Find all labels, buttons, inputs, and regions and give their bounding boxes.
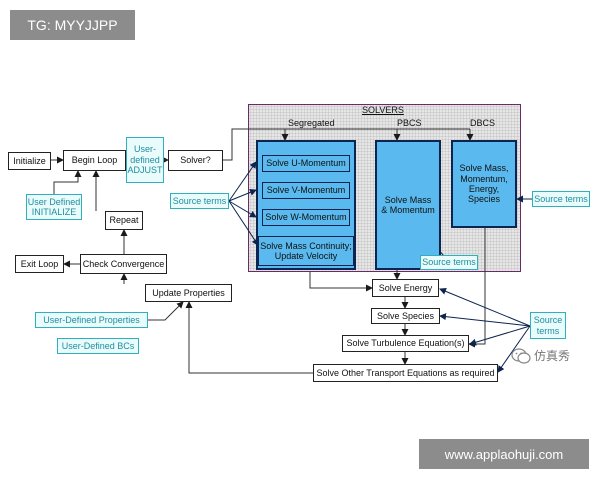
- solve-other-transport-box: Solve Other Transport Equations as requi…: [313, 364, 498, 382]
- repeat-box: Repeat: [105, 211, 143, 230]
- segregated-label: Segregated: [288, 118, 335, 128]
- solver-question-box: Solver?: [168, 150, 223, 171]
- user-defined-bcs-box: User-Defined BCs: [57, 338, 139, 354]
- solve-energy-box: Solve Energy: [372, 279, 439, 297]
- wechat-watermark: 仿真秀: [511, 347, 570, 364]
- solve-turbulence-box: Solve Turbulence Equation(s): [342, 335, 469, 352]
- exit-loop-box: Exit Loop: [15, 255, 64, 273]
- initialize-box: Initialize: [8, 152, 51, 170]
- solve-v-momentum-box: Solve V-Momentum: [262, 182, 350, 199]
- source-terms-bottom-box: Source terms: [530, 312, 566, 339]
- solve-u-momentum-box: Solve U-Momentum: [262, 155, 350, 172]
- user-defined-initialize-box: User Defined INITIALIZE: [26, 194, 82, 220]
- solve-w-momentum-box: Solve W-Momentum: [262, 209, 350, 226]
- user-defined-properties-box: User-Defined Properties: [35, 312, 148, 328]
- source-terms-left-box: Source terms: [170, 193, 229, 209]
- source-terms-pbcs-box: Source terms: [420, 255, 478, 270]
- wechat-icon: [511, 347, 531, 364]
- update-properties-box: Update Properties: [145, 284, 232, 302]
- pbcs-solve-mass-momentum-box: Solve Mass & Momentum: [375, 140, 441, 270]
- begin-loop-box: Begin Loop: [63, 150, 126, 171]
- dbcs-solve-mass-momentum-energy-species-box: Solve Mass, Momentum, Energy, Species: [451, 140, 517, 228]
- watermark-top-left: TG: MYYJJPP: [10, 10, 135, 40]
- wechat-name: 仿真秀: [534, 349, 571, 363]
- solve-mass-continuity-box: Solve Mass Continuity; Update Velocity: [258, 236, 354, 266]
- solvers-title: SOLVERS: [362, 105, 404, 115]
- user-defined-adjust-box: User- defined ADJUST: [126, 137, 164, 183]
- pbcs-label: PBCS: [397, 118, 422, 128]
- dbcs-label: DBCS: [470, 118, 496, 128]
- source-terms-right-box: Source terms: [532, 191, 590, 207]
- solve-species-box: Solve Species: [371, 308, 440, 324]
- watermark-bottom-right: www.applaohuji.com: [419, 439, 589, 469]
- check-convergence-box: Check Convergence: [80, 254, 167, 274]
